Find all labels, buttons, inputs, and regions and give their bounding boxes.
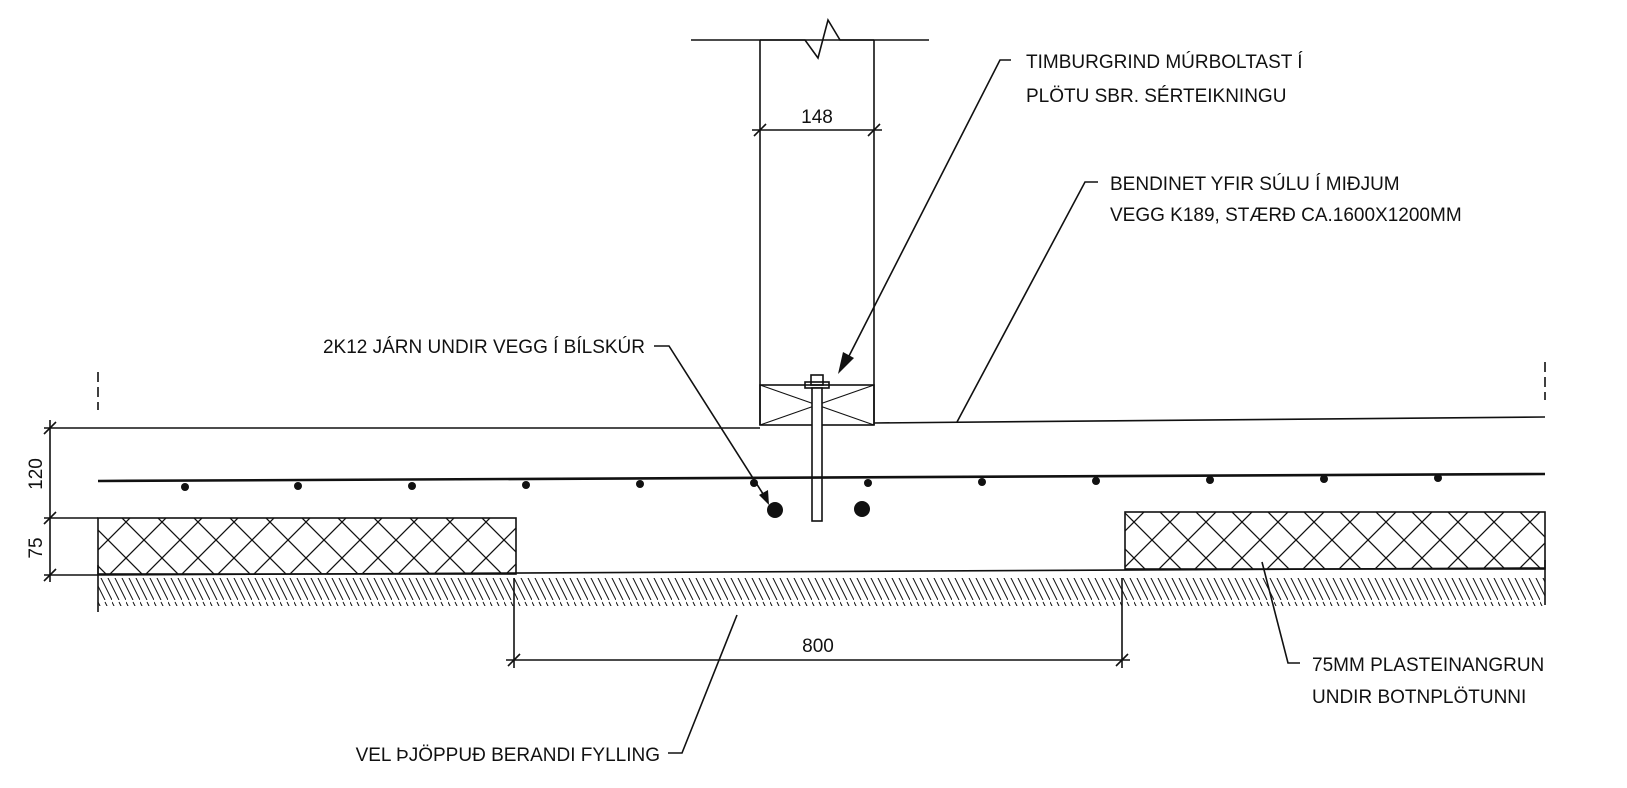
mesh-label-line2: VEGG K189, STÆRÐ CA.1600X1200MM [1110, 205, 1462, 226]
ground-fill [97, 567, 1546, 606]
leader-mesh [956, 181, 1098, 423]
dim-wall-width-label: 148 [801, 107, 833, 128]
timber-frame-label-line1: TIMBURGRIND MÚRBOLTAST Í [1026, 51, 1303, 73]
rebar-label: 2K12 JÁRN UNDIR VEGG Í BÍLSKÚR [323, 336, 645, 358]
dim-gap-width-label: 800 [802, 636, 834, 657]
leader-timber-frame [838, 59, 1011, 374]
insulation-label-line1: 75MM PLASTEINANGRUN [1312, 655, 1544, 676]
dim-wall-width: 148 [752, 107, 882, 137]
insulation-right [1124, 511, 1546, 570]
k12-rebars [767, 501, 870, 518]
anchor-bolt [804, 374, 830, 522]
dim-vertical: 120 75 [26, 420, 98, 582]
dim-gap-width: 800 [506, 578, 1130, 668]
mesh-rebar-dots [181, 474, 1442, 491]
insulation-left [97, 517, 517, 575]
break-line [760, 17, 874, 60]
mesh-label-line1: BENDINET YFIR SÚLU Í MIÐJUM [1110, 173, 1400, 195]
leader-fill [668, 614, 738, 754]
insulation-label-line2: UNDIR BOTNPLÖTUNNI [1312, 687, 1526, 708]
dim-slab-thickness-label: 120 [26, 458, 47, 490]
fill-label: VEL ÞJÖPPUÐ BERANDI FYLLING [356, 745, 660, 766]
timber-wall [691, 17, 929, 426]
timber-frame-label-line2: PLÖTU SBR. SÉRTEIKNINGU [1026, 86, 1286, 107]
leader-insulation [1261, 561, 1300, 664]
leader-rebar [654, 345, 769, 505]
dim-insulation-thickness-label: 75 [26, 537, 47, 558]
